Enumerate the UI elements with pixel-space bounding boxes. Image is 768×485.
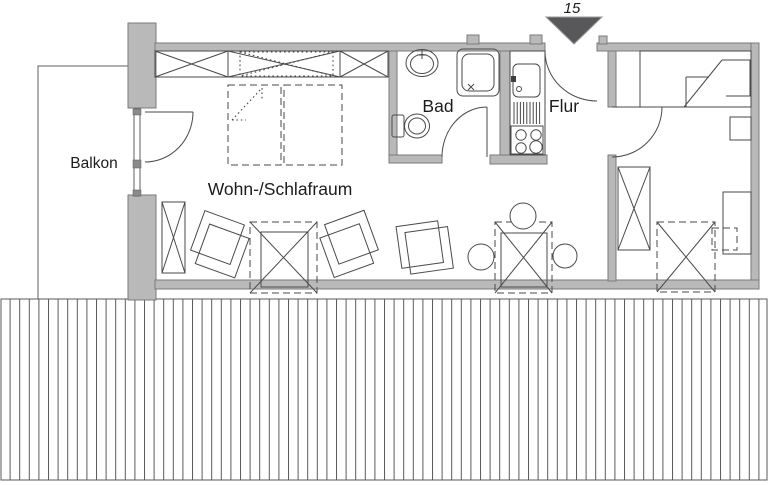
desk xyxy=(722,191,752,255)
armchair xyxy=(189,210,250,279)
folding-table xyxy=(249,221,318,294)
fold-direction xyxy=(231,87,263,121)
kitchenette xyxy=(509,50,546,156)
side-table xyxy=(656,221,716,293)
bed xyxy=(639,50,752,108)
shower xyxy=(456,48,500,97)
kitchen-sink xyxy=(511,63,541,98)
wardrobe xyxy=(617,166,651,251)
entrance-door xyxy=(544,50,598,102)
balcony-outline xyxy=(37,65,128,299)
stools xyxy=(467,202,578,271)
room-label-hallway: Flur xyxy=(549,96,579,116)
armchair xyxy=(319,209,380,279)
stove xyxy=(510,125,544,155)
room-label-living-sleeping: Wohn-/Schlafraum xyxy=(208,179,353,199)
entrance-arrow-icon xyxy=(544,16,604,45)
nightstand xyxy=(729,116,752,141)
duct-stub xyxy=(466,34,480,45)
duct-stub xyxy=(598,35,608,45)
bedroom-door xyxy=(611,106,663,158)
shelf xyxy=(161,201,186,274)
unit-number: 15 xyxy=(564,0,581,17)
terrace-decking xyxy=(0,298,768,481)
walls xyxy=(127,22,760,301)
fold-out-beds xyxy=(227,84,343,166)
armchair xyxy=(395,220,454,275)
washbasin xyxy=(405,49,439,77)
toilet xyxy=(391,113,430,139)
duct-stub xyxy=(529,34,543,45)
wardrobe-band xyxy=(154,50,389,78)
drainboard xyxy=(513,102,541,124)
room-label-bathroom: Bad xyxy=(422,96,453,116)
room-label-balcony: Balkon xyxy=(70,155,117,172)
bathroom-door xyxy=(441,106,488,158)
desk-chair xyxy=(711,227,738,251)
balcony-window-door xyxy=(132,108,194,197)
